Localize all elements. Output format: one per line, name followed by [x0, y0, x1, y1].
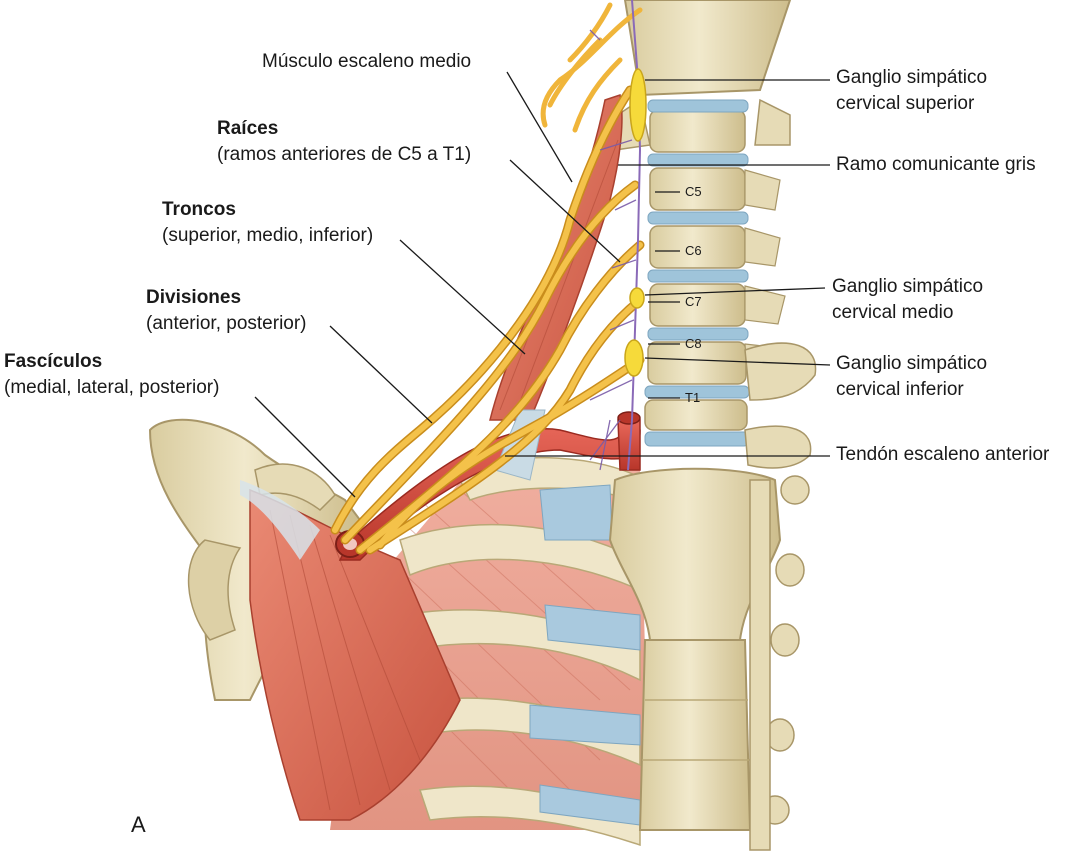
inferior-cervical-ganglion	[624, 339, 644, 377]
label-ganglio-superior-1: Ganglio simpático	[836, 67, 988, 88]
label-ganglio-medio-1: Ganglio simpático	[832, 276, 984, 297]
vertebral-column	[608, 0, 817, 851]
humeral-head	[187, 539, 242, 641]
vertebra-label-c6: C6	[685, 243, 702, 258]
sternum-body	[638, 639, 752, 831]
leader-divisiones	[329, 325, 433, 424]
pectoralis-fibers	[269, 509, 421, 811]
pectoralis-tendon	[240, 480, 320, 560]
label-divisiones-title: Divisiones	[146, 287, 242, 308]
upper-cervical	[623, 0, 792, 97]
label-escaleno-medio: Músculo escaleno medio	[262, 51, 472, 72]
upper-cervical-nerves	[540, 2, 643, 133]
intervertebral-discs	[644, 99, 750, 447]
vertebra-label-c8: C8	[685, 336, 702, 351]
leader-ganglio-medio	[644, 287, 826, 296]
vertebra-label-c5: C5	[685, 184, 702, 199]
label-ganglio-inferior-2: cervical inferior	[836, 379, 964, 400]
costal-cartilages	[529, 484, 641, 826]
first-thoracic-rib-right	[744, 342, 817, 401]
leader-raices	[509, 159, 621, 263]
vertebra-label-t1: T1	[685, 390, 701, 405]
leader-fasciculos	[254, 396, 356, 498]
sympathetic-branches	[589, 29, 637, 471]
label-ramo-gris: Ramo comunicante gris	[836, 154, 1036, 175]
sternal-segments	[642, 699, 750, 761]
label-ganglio-inferior-1: Ganglio simpático	[836, 353, 988, 374]
middle-cervical-ganglion	[629, 287, 645, 309]
label-raices-title: Raíces	[217, 118, 279, 139]
label-fasciculos-sub: (medial, lateral, posterior)	[4, 377, 220, 398]
rib-5	[419, 785, 641, 847]
panel-letter: A	[131, 812, 146, 837]
right-rib-heads	[744, 425, 812, 851]
superior-cervical-ganglion	[629, 68, 647, 142]
label-fasciculos-title: Fascículos	[4, 351, 103, 372]
label-tendon-escaleno: Tendón escaleno anterior	[836, 444, 1050, 465]
label-troncos-title: Troncos	[162, 199, 236, 220]
leader-escaleno-medio	[506, 71, 573, 183]
vertebral-bodies	[644, 109, 748, 431]
label-ganglio-medio-2: cervical medio	[832, 302, 954, 323]
brachial-plexus-fill	[332, 87, 643, 553]
label-divisiones-sub: (anterior, posterior)	[146, 313, 307, 334]
leader-troncos	[399, 239, 526, 355]
leader-ganglio-inferior	[644, 357, 831, 366]
label-ganglio-superior-2: cervical superior	[836, 93, 975, 114]
label-troncos-sub: (superior, medio, inferior)	[162, 225, 374, 246]
coracoid	[254, 463, 336, 511]
leader-lines	[254, 71, 831, 498]
vertebra-label-c7: C7	[685, 294, 702, 309]
label-raices-sub: (ramos anteriores de C5 a T1)	[217, 144, 472, 165]
